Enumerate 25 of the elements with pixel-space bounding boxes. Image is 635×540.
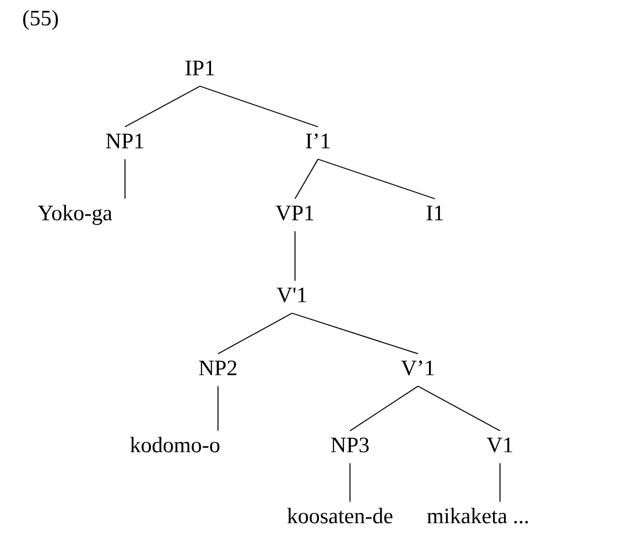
tree-label: koosaten-de <box>287 508 392 524</box>
tree-label: V'1 <box>276 288 306 303</box>
branch-line <box>318 158 436 200</box>
tree-label: NP3 <box>331 438 369 452</box>
tree-label: I’1 <box>306 134 330 148</box>
branch-line <box>292 312 418 354</box>
tree-label: mikaketa ... <box>427 508 528 524</box>
tree-label: VP1 <box>276 206 314 221</box>
branch-line <box>200 86 318 128</box>
tree-label: I1 <box>426 206 443 220</box>
branch-line <box>294 158 318 200</box>
tree-label: NP2 <box>199 360 236 376</box>
tree-label: V1 <box>486 438 512 453</box>
branch-line <box>124 86 200 128</box>
branch-line <box>350 386 418 432</box>
tree-label: NP1 <box>106 134 144 148</box>
example-number: (55) <box>23 10 58 30</box>
branch-line <box>294 230 296 282</box>
tree-label: kodomo-o <box>130 436 220 452</box>
branch-line <box>124 158 126 200</box>
tree-label: IP1 <box>186 60 214 76</box>
branch-line <box>218 312 292 354</box>
tree-label: V’1 <box>401 360 434 376</box>
branch-line <box>418 386 500 432</box>
tree-label: Yoko-ga <box>38 204 112 225</box>
